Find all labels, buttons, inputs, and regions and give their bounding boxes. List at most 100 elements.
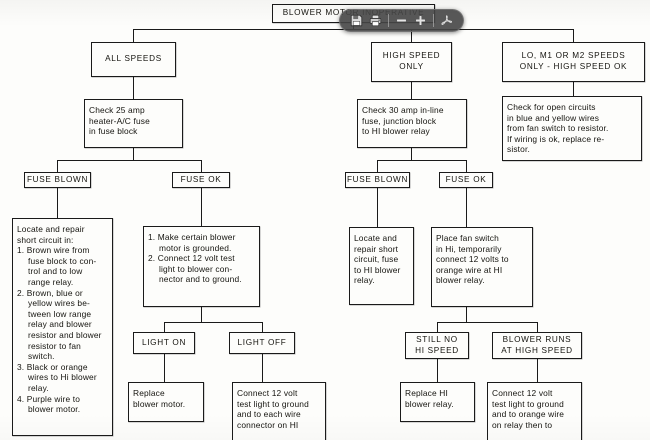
node-replace-hi-blower-relay[interactable]: Replace HI blower relay. bbox=[400, 382, 475, 422]
node-list-item: fuse block to con- bbox=[28, 255, 97, 266]
connector-all-speeds-to-check25 bbox=[133, 77, 135, 99]
node-text: test light to ground bbox=[237, 398, 309, 409]
node-text: to HI blower relay bbox=[362, 126, 430, 137]
connector-bus-to-high-speed bbox=[411, 29, 413, 42]
node-list-item: wires to Hi blower bbox=[28, 372, 97, 383]
node-locate-repair-short-circuit-right[interactable]: Locate and repair short circuit, fuse to… bbox=[349, 227, 414, 305]
node-text: FUSE OK bbox=[445, 174, 487, 184]
node-place-fan-switch-in-hi[interactable]: Place fan switch in Hi, temporarily conn… bbox=[431, 227, 533, 307]
print-icon[interactable] bbox=[367, 12, 384, 29]
acrobat-icon[interactable] bbox=[438, 12, 455, 29]
node-text: ONLY bbox=[399, 62, 424, 71]
node-connect-12v-orange-wire-on-relay[interactable]: Connect 12 volt test light to ground and… bbox=[487, 382, 582, 440]
node-text: FUSE BLOWN bbox=[26, 174, 89, 184]
connector-to-blower-runs bbox=[537, 322, 539, 332]
node-text: LIGHT OFF bbox=[237, 337, 287, 347]
node-text: Connect 12 volt bbox=[492, 388, 553, 398]
node-text: repair short bbox=[354, 243, 399, 254]
node-check-open-circuits[interactable]: Check for open circuits in blue and yell… bbox=[502, 96, 642, 161]
node-fuse-blown-right[interactable]: FUSE BLOWN bbox=[345, 172, 410, 188]
node-text: Locate and bbox=[354, 233, 397, 243]
node-light-on[interactable]: LIGHT ON bbox=[133, 332, 195, 354]
node-list-item: relay and blower bbox=[28, 319, 92, 330]
node-list-item: 1. Brown wire from bbox=[17, 245, 90, 256]
node-text: FUSE BLOWN bbox=[346, 174, 409, 184]
node-branch-lo-m1-m2-speeds[interactable]: LO, M1 OR M2 SPEEDS ONLY - HIGH SPEED OK bbox=[502, 42, 645, 82]
node-text: from fan switch to resistor. bbox=[507, 123, 609, 134]
connector-fuseok-right-down bbox=[466, 188, 468, 227]
node-list-item: switch. bbox=[28, 351, 55, 362]
node-text: to HI blower bbox=[354, 264, 401, 275]
node-list-item: trol and to low bbox=[28, 266, 83, 277]
save-icon[interactable] bbox=[348, 12, 365, 29]
node-list-item: motor is grounded. bbox=[159, 242, 232, 253]
node-list-item: light to blower con- bbox=[159, 263, 233, 274]
node-text: Locate and repair bbox=[17, 224, 85, 234]
node-text: and to orange wire bbox=[492, 409, 565, 420]
node-text: STILL NO bbox=[416, 334, 458, 344]
connector-to-still-no-hi bbox=[437, 322, 439, 332]
connector-fuseblown-left-down bbox=[57, 188, 59, 218]
node-make-certain-blower-motor-grounded[interactable]: 1. Make certain blower motor is grounded… bbox=[143, 226, 260, 307]
node-still-no-hi-speed[interactable]: STILL NO HI SPEED bbox=[405, 332, 469, 359]
node-text: blower relay. bbox=[436, 275, 485, 286]
node-text: relay. bbox=[354, 275, 375, 286]
node-blower-runs-at-high-speed[interactable]: BLOWER RUNS AT HIGH SPEED bbox=[492, 332, 582, 359]
node-list-item: resistor and blower bbox=[28, 329, 102, 340]
node-list-item: 1. Make certain blower bbox=[148, 232, 236, 242]
node-text: and to each wire bbox=[237, 409, 301, 420]
node-list-item: tween low range bbox=[28, 308, 92, 319]
node-text: connect 12 volts to bbox=[436, 254, 509, 265]
node-branch-high-speed-only[interactable]: HIGH SPEED ONLY bbox=[371, 42, 452, 82]
node-text: in blue and yellow wires bbox=[507, 112, 600, 123]
node-locate-repair-short-circuit-left[interactable]: Locate and repair short circuit in: 1. B… bbox=[12, 218, 113, 436]
node-check-30-amp-fuse[interactable]: Check 30 amp in-line fuse, junction bloc… bbox=[357, 99, 467, 148]
node-text: Check for open circuits bbox=[507, 102, 596, 112]
node-fuse-ok-right[interactable]: FUSE OK bbox=[439, 172, 493, 188]
node-text: circuit, fuse bbox=[354, 254, 399, 265]
node-list-item: resistor to fan bbox=[28, 340, 81, 351]
connector-fanswitch-stem bbox=[466, 307, 468, 322]
node-list-item: blower motor. bbox=[28, 404, 81, 415]
connector-to-fuse-ok-left bbox=[201, 160, 203, 172]
node-text: Check 30 amp in-line bbox=[362, 105, 444, 115]
toolbar-divider-2 bbox=[433, 14, 434, 27]
node-text: orange wire at HI bbox=[436, 264, 503, 275]
node-text: on relay then to bbox=[492, 419, 553, 430]
plus-icon[interactable] bbox=[412, 12, 429, 29]
node-list-item: 4. Purple wire to bbox=[17, 393, 81, 404]
connector-lighton-down bbox=[164, 354, 166, 382]
node-text: FUSE OK bbox=[180, 174, 222, 184]
node-connect-12v-each-wire-connector[interactable]: Connect 12 volt test light to ground and… bbox=[232, 382, 326, 440]
connector-bus-to-lo-m1-m2 bbox=[573, 29, 575, 42]
connector-left-fuse-bus bbox=[57, 160, 202, 162]
connector-lo-to-open-circuits bbox=[573, 82, 575, 96]
node-fuse-ok-left[interactable]: FUSE OK bbox=[172, 172, 230, 188]
pdf-floating-toolbar[interactable] bbox=[339, 9, 464, 32]
node-list-item: 2. Brown, blue or bbox=[17, 287, 83, 298]
connector-to-fuse-ok-right bbox=[466, 160, 468, 172]
minus-icon[interactable] bbox=[393, 12, 410, 29]
node-text: blower motor. bbox=[133, 398, 186, 409]
node-list-item: 2. Connect 12 volt test bbox=[148, 253, 235, 264]
node-text: HIGH SPEED bbox=[382, 51, 441, 61]
connector-high-speed-to-check30 bbox=[411, 82, 413, 99]
connector-makecertain-stem bbox=[201, 307, 203, 322]
node-light-off[interactable]: LIGHT OFF bbox=[229, 332, 295, 354]
connector-bus-to-all-speeds bbox=[133, 29, 135, 42]
node-replace-blower-motor[interactable]: Replace blower motor. bbox=[128, 382, 204, 422]
connector-to-fuse-blown-right bbox=[377, 160, 379, 172]
node-text: HI SPEED bbox=[415, 345, 459, 355]
node-text: BLOWER RUNS bbox=[502, 334, 572, 344]
node-branch-all-speeds[interactable]: ALL SPEEDS bbox=[91, 42, 176, 77]
toolbar-divider-1 bbox=[388, 14, 389, 27]
connector-stillno-down bbox=[437, 359, 439, 382]
node-fuse-blown-left[interactable]: FUSE BLOWN bbox=[24, 172, 91, 188]
node-check-25-amp-fuse[interactable]: Check 25 amp heater-A/C fuse in fuse blo… bbox=[84, 99, 183, 148]
connector-fuseblown-right-down bbox=[377, 188, 379, 227]
connector-blowerruns-down bbox=[537, 359, 539, 382]
connector-right-fuse-bus bbox=[377, 160, 467, 162]
node-list-item: nector and to ground. bbox=[159, 274, 242, 285]
node-text: If wiring is ok, replace re- bbox=[507, 133, 605, 144]
